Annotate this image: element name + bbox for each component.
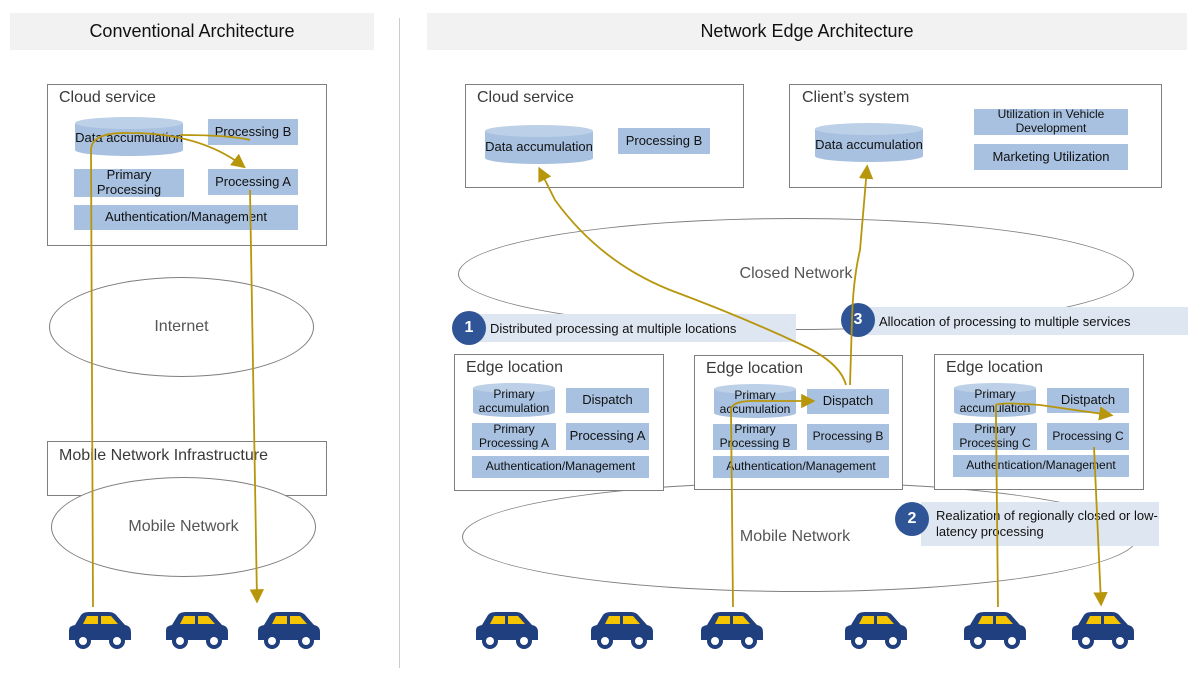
- mni-title: Mobile Network Infrastructure: [59, 447, 268, 464]
- callout-2-text: Realization of regionally closed or low-…: [936, 508, 1158, 539]
- right-cloud-data-accumulation-label: Data accumulation: [485, 138, 593, 154]
- callout-3-badge: 3: [841, 303, 875, 337]
- car-icon: [162, 610, 232, 657]
- edge-2-primary-processing: Primary Processing B: [713, 422, 797, 450]
- edge-1-dispatch: Dispatch: [566, 388, 649, 413]
- client-data-accumulation-label: Data accumulation: [815, 136, 923, 152]
- vehicle-development-chip: Utilization in Vehicle Development: [974, 107, 1128, 135]
- edge-3-primary-accumulation: Primary accumulation: [959, 387, 1031, 415]
- car-icon: [65, 610, 135, 657]
- edge-2-dispatch: Dispatch: [807, 389, 889, 414]
- car-icon: [472, 610, 542, 657]
- edge-2-auth: Authentication/Management: [713, 456, 889, 478]
- right-cloud-data-accumulation-db: [485, 125, 593, 164]
- right-panel-title: Network Edge Architecture: [427, 13, 1187, 50]
- left-data-accumulation-label: Data accumulation: [75, 129, 183, 145]
- edge-1-processing: Processing A: [566, 423, 649, 450]
- edge-2-title: Edge location: [706, 360, 803, 377]
- callout-3-text: Allocation of processing to multiple ser…: [879, 313, 1131, 329]
- right-mobile-network-label: Mobile Network: [739, 528, 851, 545]
- client-data-accumulation-db: [815, 123, 923, 162]
- car-icon: [841, 610, 911, 657]
- edge-2-processing: Processing B: [807, 424, 889, 450]
- panel-divider: [399, 18, 400, 668]
- edge-3-auth: Authentication/Management: [953, 455, 1129, 477]
- edge-1-primary-accumulation-db: [473, 383, 555, 417]
- callout-3: Allocation of processing to multiple ser…: [860, 307, 1188, 335]
- left-panel-title-text: Conventional Architecture: [89, 21, 295, 41]
- edge-3-dispatch: Distpatch: [1047, 388, 1129, 413]
- left-cloud-title: Cloud service: [59, 89, 156, 106]
- left-processing-b: Processing B: [208, 119, 298, 145]
- internet-label: Internet: [154, 318, 209, 335]
- edge-1-title: Edge location: [466, 359, 563, 376]
- edge-3-title: Edge location: [946, 359, 1043, 376]
- client-system-title: Client’s system: [802, 89, 910, 106]
- left-mobile-network-label: Mobile Network: [128, 518, 239, 535]
- left-primary-processing: Primary Processing: [74, 167, 184, 197]
- marketing-utilization-chip: Marketing Utilization: [974, 144, 1128, 170]
- internet-ellipse: Internet: [49, 277, 314, 377]
- callout-1-badge: 1: [452, 311, 486, 345]
- car-icon: [960, 610, 1030, 657]
- left-panel-title: Conventional Architecture: [10, 13, 374, 50]
- car-icon: [697, 610, 767, 657]
- edge-1-primary-accumulation: Primary accumulation: [478, 387, 550, 415]
- callout-1: Distributed processing at multiple locat…: [470, 314, 796, 342]
- right-panel-title-text: Network Edge Architecture: [700, 21, 914, 41]
- car-icon: [1068, 610, 1138, 657]
- edge-3-primary-processing: Primary Processing C: [953, 422, 1037, 450]
- edge-1-primary-processing: Primary Processing A: [472, 422, 556, 450]
- callout-1-text: Distributed processing at multiple locat…: [490, 320, 737, 336]
- right-cloud-processing-b: Processing B: [618, 128, 710, 154]
- car-icon: [254, 610, 324, 657]
- callout-2-badge: 2: [895, 502, 929, 536]
- left-auth-management: Authentication/Management: [74, 205, 298, 230]
- left-processing-a: Processing A: [208, 169, 298, 195]
- edge-1-auth: Authentication/Management: [472, 456, 649, 478]
- car-icon: [587, 610, 657, 657]
- edge-3-processing: Processing C: [1047, 423, 1129, 450]
- right-cloud-title: Cloud service: [477, 89, 574, 106]
- closed-network-label: Closed Network: [739, 265, 853, 282]
- edge-2-primary-accumulation: Primary accumulation: [719, 388, 791, 416]
- callout-2: Realization of regionally closed or low-…: [921, 502, 1159, 546]
- left-mobile-network-ellipse: Mobile Network: [51, 477, 316, 577]
